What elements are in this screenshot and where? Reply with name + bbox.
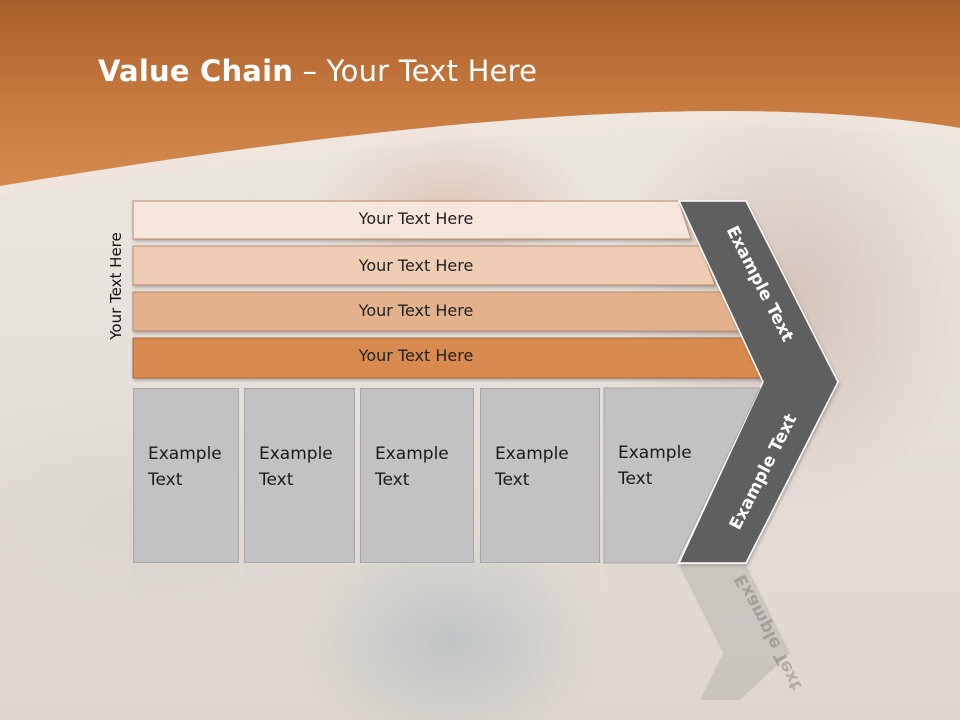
box-4-line2: Text bbox=[495, 470, 530, 490]
box-3-line2: Text bbox=[375, 470, 410, 490]
box-2-line1: Example bbox=[259, 444, 333, 464]
row-label-3: Your Text Here bbox=[358, 301, 474, 320]
chevron-arrow bbox=[677, 200, 839, 564]
chevron-reflection bbox=[679, 565, 790, 700]
box-5-line2: Text bbox=[618, 469, 653, 489]
row-label-1: Your Text Here bbox=[358, 209, 474, 228]
page-title: Value Chain – Your Text Here bbox=[98, 54, 537, 88]
box-5-line1: Example bbox=[618, 443, 692, 463]
box-4-line1: Example bbox=[495, 444, 569, 464]
title-bold: Value Chain bbox=[98, 54, 294, 88]
header-band bbox=[0, 0, 960, 196]
box-3-line1: Example bbox=[375, 444, 449, 464]
row-label-2: Your Text Here bbox=[358, 256, 474, 275]
row-bar-2 bbox=[132, 245, 716, 286]
row-label-4: Your Text Here bbox=[358, 346, 474, 365]
box-1-line1: Example bbox=[148, 444, 222, 464]
title-rest: – Your Text Here bbox=[293, 54, 538, 88]
box-1-line2: Text bbox=[148, 470, 183, 490]
box-2-line2: Text bbox=[259, 470, 294, 490]
row-bar-1 bbox=[132, 200, 692, 240]
box-5-shape bbox=[603, 387, 761, 564]
